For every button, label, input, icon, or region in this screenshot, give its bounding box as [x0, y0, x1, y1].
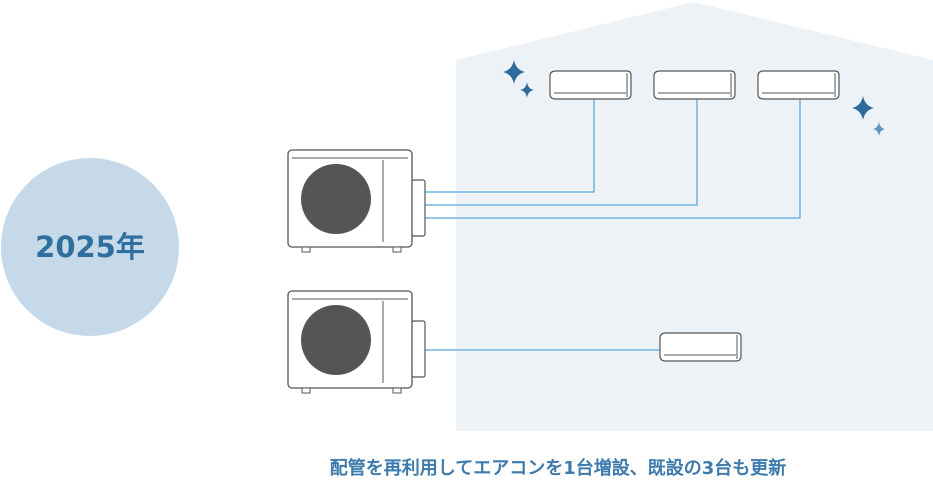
sparkle-icon [520, 82, 534, 98]
outdoor-unit-foot [301, 387, 311, 394]
indoor-unit-icon [653, 70, 736, 100]
sparkle-icon [852, 96, 874, 120]
indoor-unit-icon [659, 332, 742, 362]
house-shape [456, 2, 933, 431]
indoor-unit-icon [549, 70, 632, 100]
outdoor-unit-valve [411, 320, 426, 378]
indoor-unit-4 [659, 332, 742, 362]
indoor-unit-3 [757, 70, 840, 100]
outdoor-unit-1 [287, 149, 426, 253]
outdoor-unit-foot [392, 246, 402, 253]
pipe-line-2 [425, 99, 698, 206]
pipe-line-1 [425, 99, 595, 193]
indoor-unit-icon [757, 70, 840, 100]
year-label: 2025年 [35, 230, 145, 264]
outdoor-unit-foot [301, 246, 311, 253]
fan-icon [301, 164, 371, 234]
outdoor-unit-foot [392, 387, 402, 394]
outdoor-unit-2 [287, 290, 426, 394]
year-badge: 2025年 [1, 158, 179, 336]
sparkles [503, 60, 885, 136]
indoor-unit-2 [653, 70, 736, 100]
caption: 配管を再利用してエアコンを1台増設、既設の3台も更新 [330, 457, 787, 479]
sparkle-icon [503, 60, 525, 84]
year-badge-circle [1, 158, 179, 336]
fan-icon [301, 305, 371, 375]
pipes [425, 99, 801, 351]
indoor-unit-1 [549, 70, 632, 100]
pipe-line-3 [425, 99, 801, 219]
sparkle-icon [873, 122, 885, 136]
outdoor-unit-valve [411, 179, 426, 237]
